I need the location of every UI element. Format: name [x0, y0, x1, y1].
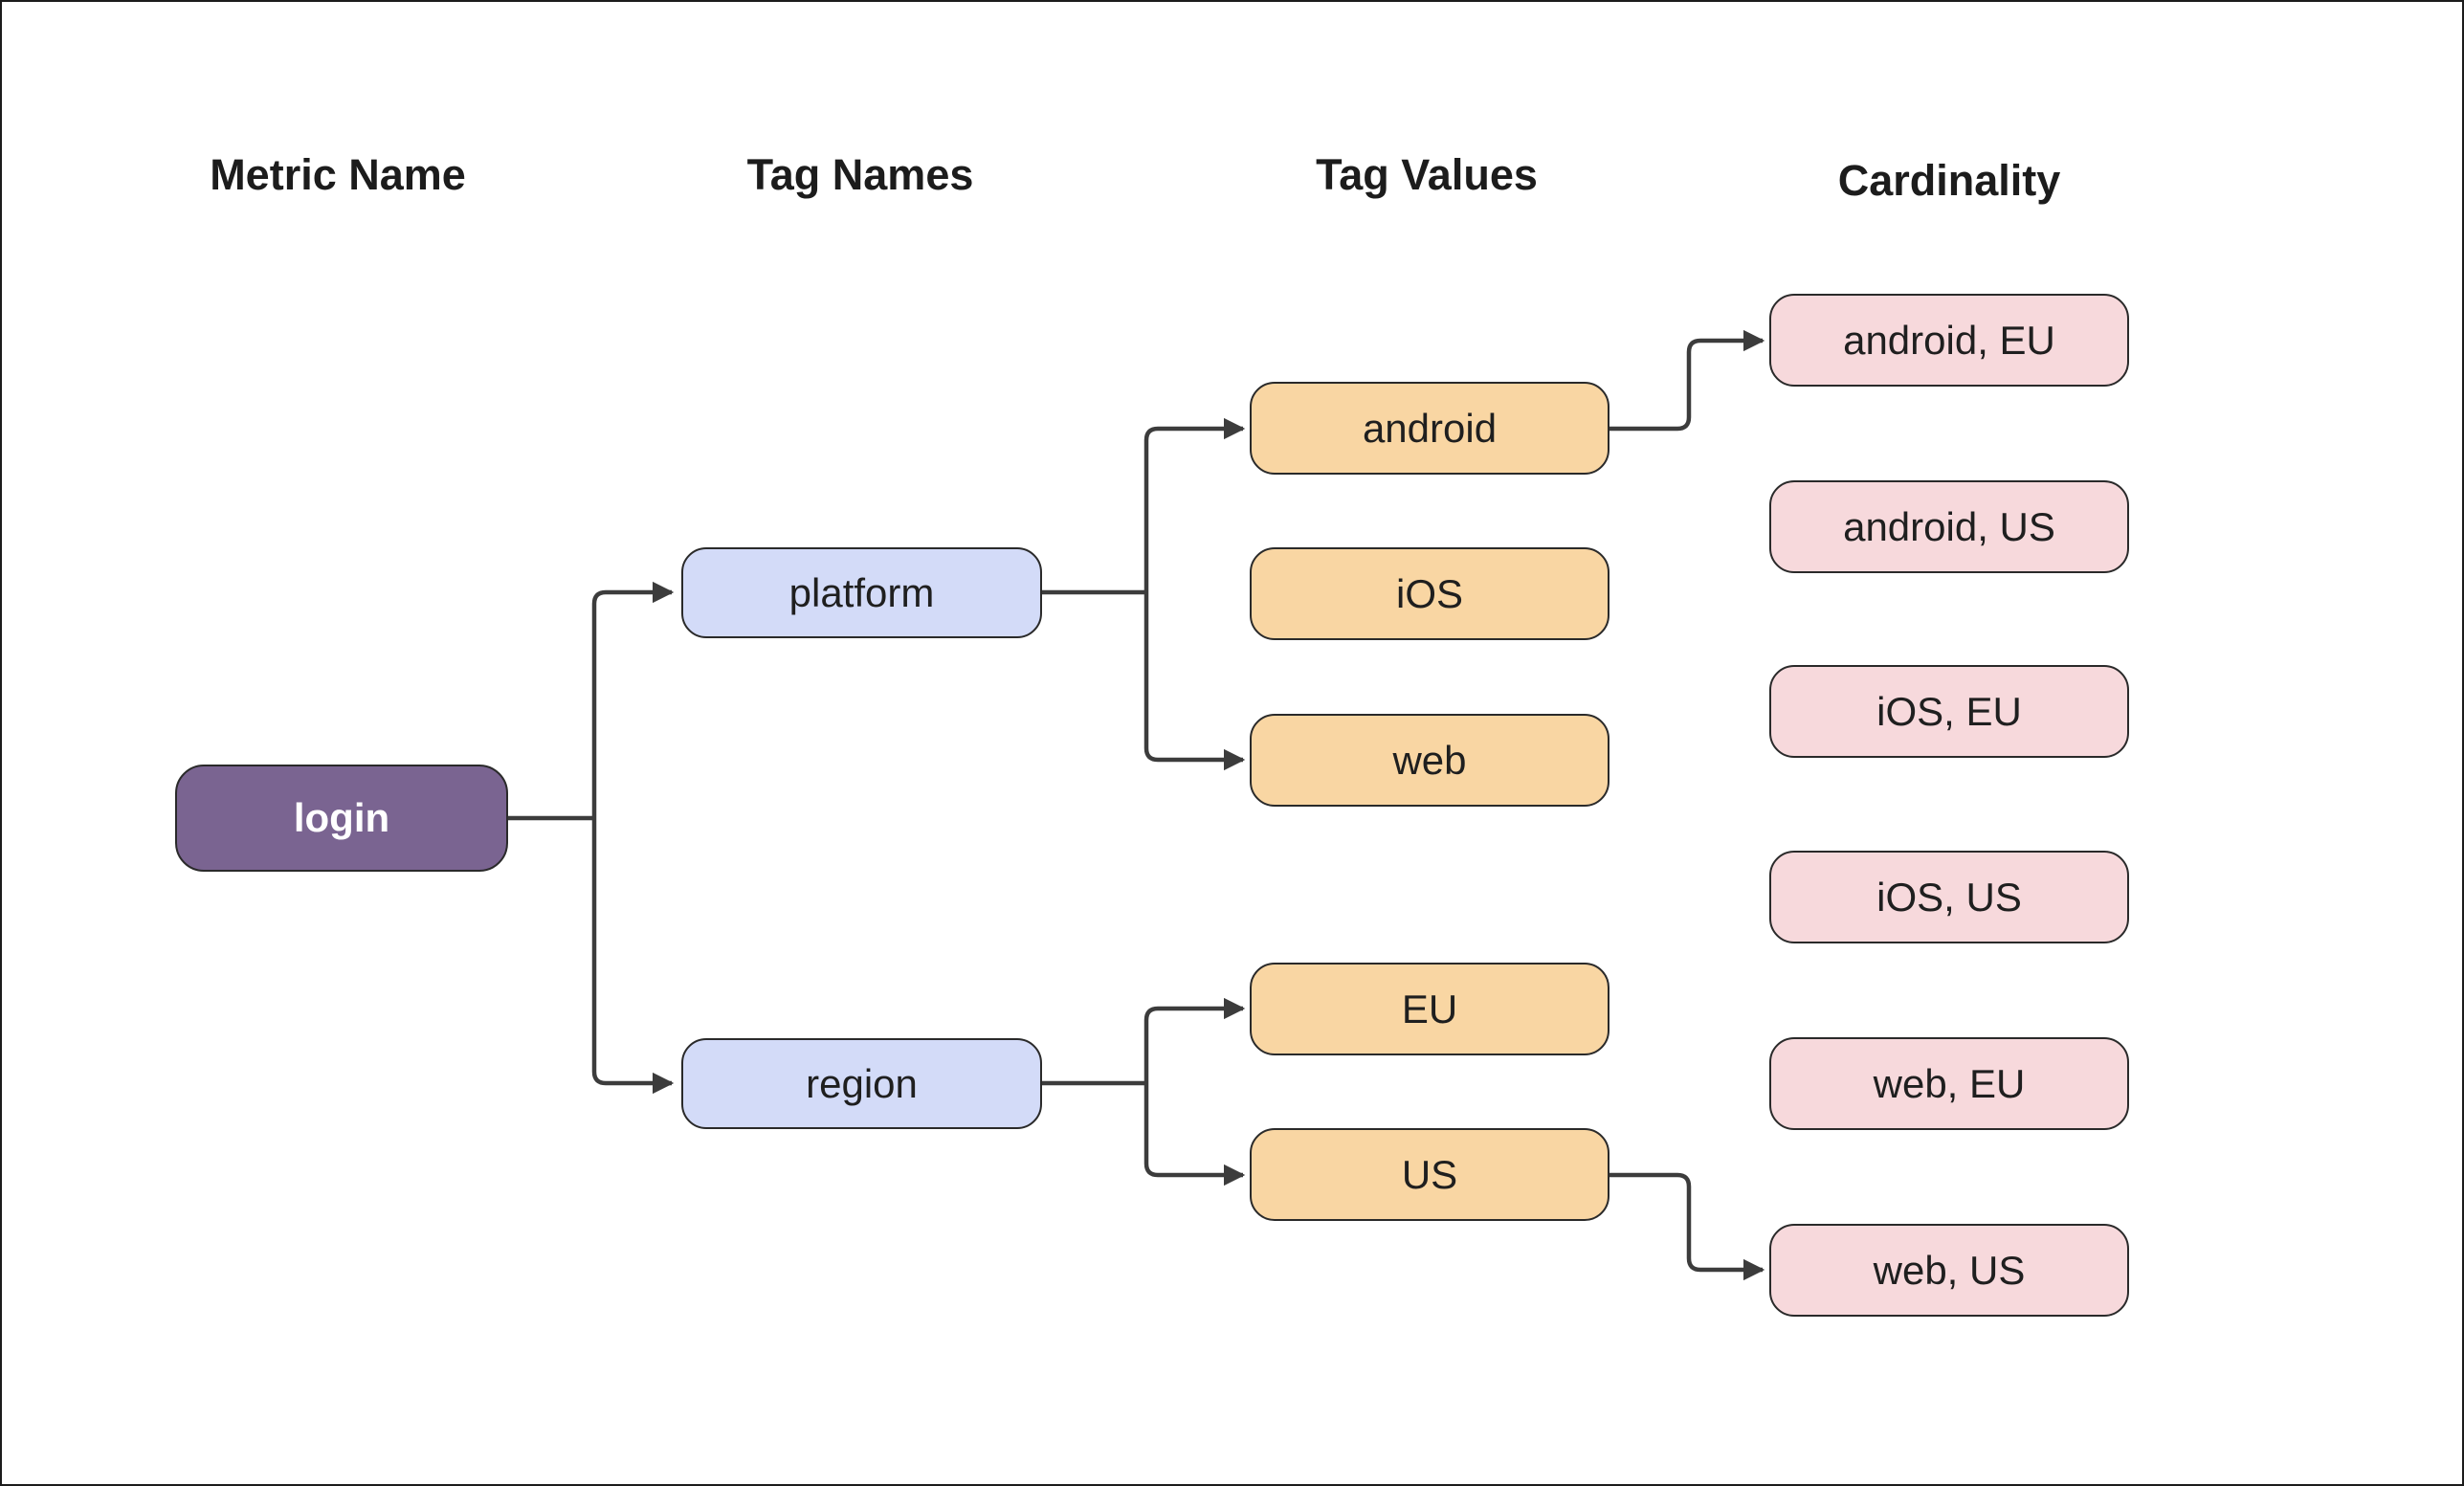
node-value-eu: EU	[1250, 963, 1609, 1055]
column-header-tag-values: Tag Values	[1316, 150, 1538, 199]
node-value-android: android	[1250, 382, 1609, 475]
node-value-ios: iOS	[1250, 547, 1609, 640]
edge-region-eu	[1143, 997, 1246, 1083]
node-cardinality-ios-us: iOS, US	[1769, 851, 2129, 943]
edge-login-platform	[591, 581, 675, 818]
edge-platform-android	[1143, 417, 1246, 592]
node-tag-platform: platform	[681, 547, 1042, 638]
node-cardinality-ios-eu: iOS, EU	[1769, 665, 2129, 758]
column-header-metric-name: Metric Name	[210, 150, 466, 199]
node-value-us: US	[1250, 1128, 1609, 1221]
node-tag-region: region	[681, 1038, 1042, 1129]
column-header-cardinality: Cardinality	[1837, 156, 2061, 205]
node-cardinality-web-eu: web, EU	[1769, 1037, 2129, 1130]
edge-platform-web	[1143, 592, 1246, 771]
node-cardinality-web-us: web, US	[1769, 1224, 2129, 1317]
edge-login-region	[591, 818, 675, 1095]
edge-region-us	[1143, 1083, 1246, 1187]
node-cardinality-android-us: android, US	[1769, 480, 2129, 573]
column-header-tag-names: Tag Names	[746, 150, 974, 199]
node-cardinality-android-eu: android, EU	[1769, 294, 2129, 387]
node-metric-login: login	[175, 765, 508, 872]
edge-android-androidEU	[1609, 329, 1765, 432]
edge-us-webUS	[1609, 1172, 1765, 1281]
node-value-web: web	[1250, 714, 1609, 807]
